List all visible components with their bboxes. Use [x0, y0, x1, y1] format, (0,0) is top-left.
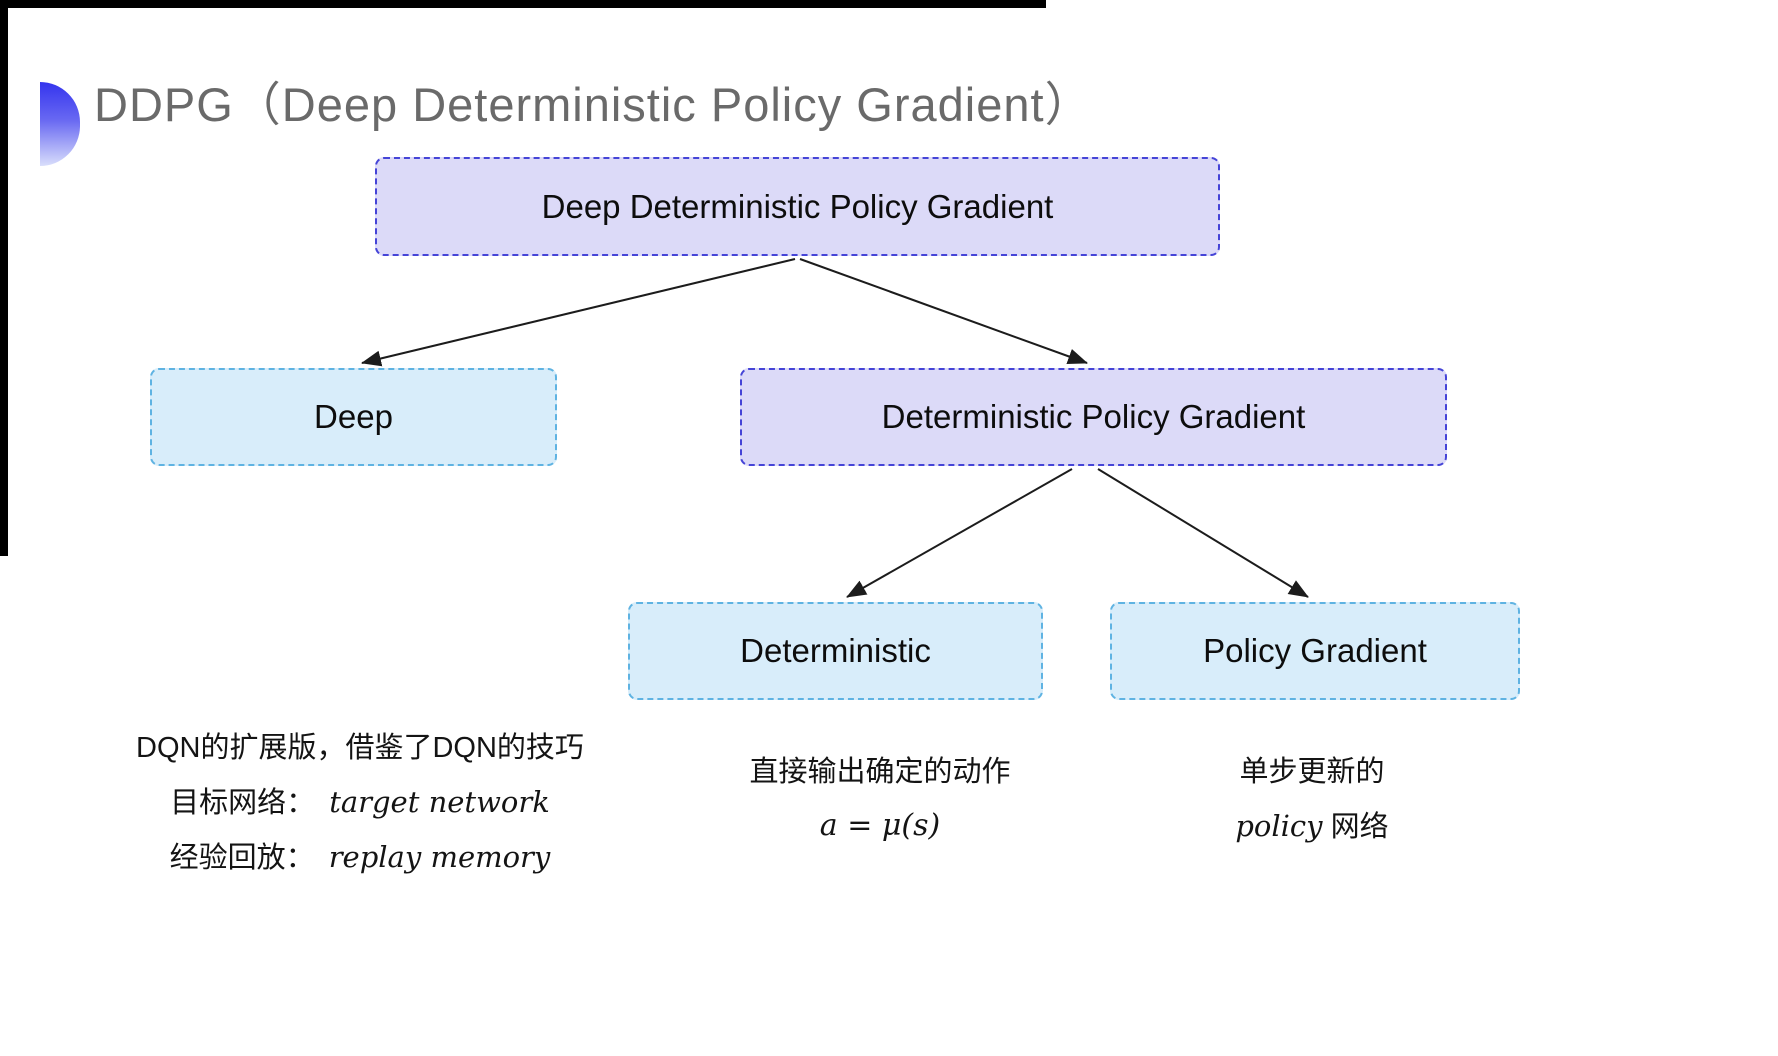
- note-deep-line1: DQN的扩展版，借鉴了DQN的技巧: [136, 732, 584, 764]
- note-deep-line2-value: target network: [329, 785, 550, 819]
- note-policy-gradient-line1: 单步更新的: [1239, 756, 1385, 788]
- note-policy-gradient-line2: policy 网络: [1162, 806, 1462, 847]
- note-deterministic: 直接输出确定的动作 a = μ(s): [730, 752, 1030, 860]
- note-deep-line3-label: 经验回放：: [169, 842, 315, 874]
- node-deep: Deep: [150, 368, 557, 466]
- note-policy-gradient: 单步更新的 policy 网络: [1162, 752, 1462, 861]
- node-policy-gradient-label: Policy Gradient: [1203, 632, 1427, 669]
- node-deterministic: Deterministic: [628, 602, 1043, 700]
- frame-edge-top: [0, 0, 1046, 8]
- arrow-root-to-dpg: [799, 258, 1088, 365]
- page-title: DDPG（Deep Deterministic Policy Gradient）: [94, 78, 1093, 131]
- note-deep-line2: 目标网络： target network: [100, 782, 620, 823]
- frame-edge-left: [0, 0, 8, 556]
- title-bullet-icon: [40, 82, 80, 166]
- node-root: Deep Deterministic Policy Gradient: [375, 157, 1220, 256]
- node-deep-label: Deep: [314, 398, 393, 435]
- node-dpg-label: Deterministic Policy Gradient: [881, 398, 1306, 435]
- arrow-root-to-deep: [361, 258, 796, 367]
- node-policy-gradient: Policy Gradient: [1110, 602, 1520, 700]
- node-dpg: Deterministic Policy Gradient: [740, 368, 1447, 466]
- note-deterministic-formula: a = μ(s): [819, 808, 941, 843]
- note-deterministic-line1: 直接输出确定的动作: [749, 756, 1011, 788]
- note-deep-line3: 经验回放： replay memory: [100, 837, 620, 878]
- note-deep-line3-value: replay memory: [328, 840, 551, 874]
- node-deterministic-label: Deterministic: [740, 632, 931, 669]
- arrow-dpg-to-policy-gradient: [1097, 468, 1309, 598]
- arrow-dpg-to-deterministic: [846, 468, 1073, 598]
- note-deep-line2-label: 目标网络：: [170, 787, 316, 819]
- note-policy-gradient-line2-rest: 网络: [1322, 811, 1389, 843]
- note-deep: DQN的扩展版，借鉴了DQN的技巧 目标网络： target network 经验…: [100, 728, 620, 892]
- node-root-label: Deep Deterministic Policy Gradient: [541, 187, 1054, 225]
- note-policy-gradient-line2-italic: policy: [1235, 809, 1323, 843]
